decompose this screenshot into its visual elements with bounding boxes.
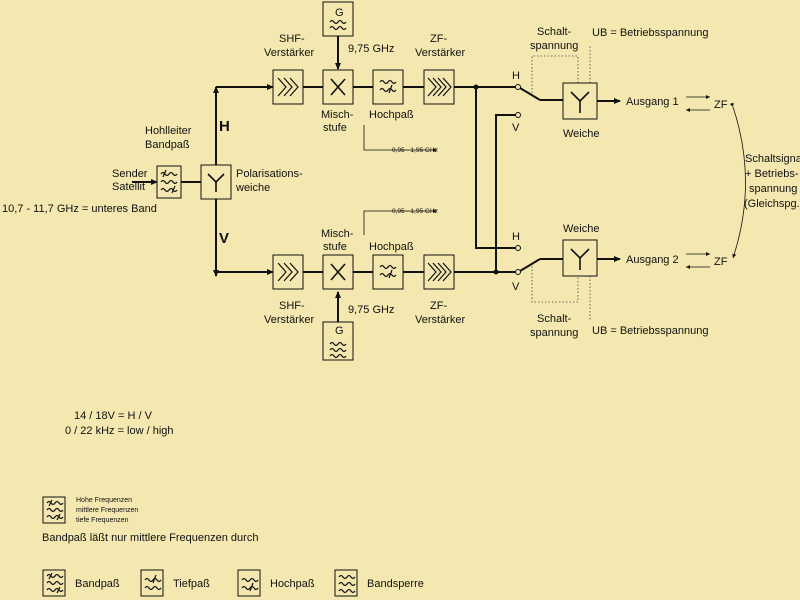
zf-top-label: ZF xyxy=(714,99,728,111)
oscillator-icon xyxy=(329,19,347,31)
legend: Hohe Frequenzen mittlere Frequenzen tief… xyxy=(42,496,424,597)
schalt-top-label-1: Schalt- xyxy=(537,26,572,38)
band-label: 10,7 - 11,7 GHz = unteres Band xyxy=(2,203,157,215)
switch-top-v: V xyxy=(512,122,520,134)
splitter-icon xyxy=(207,173,225,192)
highpass-top-box xyxy=(372,69,404,105)
lo-bottom-freq: 9,75 GHz xyxy=(348,304,394,316)
legend-lowpass-label: Tiefpaß xyxy=(173,578,210,590)
shf-top-label-2: Verstärker xyxy=(264,47,314,59)
if-bottom-label-2: Verstärker xyxy=(415,314,465,326)
diplexer-icon xyxy=(570,91,590,113)
mixer-top-label-1: Misch- xyxy=(321,109,354,121)
note-tone: 0 / 22 kHz = low / high xyxy=(65,425,174,437)
bandpass-icon xyxy=(46,572,64,594)
if-amplifier-bottom-box xyxy=(423,254,455,290)
highpass-bottom-box xyxy=(372,254,404,290)
legend-highpass-box xyxy=(237,569,261,597)
oscillator-top-box xyxy=(322,1,354,37)
highpass-icon xyxy=(379,79,397,94)
ub-top-label: UB = Betriebsspannung xyxy=(592,27,709,39)
diplexer-bottom-label: Weiche xyxy=(563,223,599,235)
legend-bandpass-box xyxy=(42,569,66,597)
switch-bottom-v: V xyxy=(512,281,520,293)
oscillator-bottom-box xyxy=(322,321,354,361)
output-1-label: Ausgang 1 xyxy=(626,96,679,108)
signal-label-2: + Betriebs- xyxy=(745,168,799,180)
mixer-bottom-label-1: Misch- xyxy=(321,228,354,240)
amplifier-icon xyxy=(277,77,299,97)
signal-label-1: Schaltsignal xyxy=(745,153,800,165)
legend-high-freq: Hohe Frequenzen xyxy=(76,497,132,504)
highpass-bottom-label: Hochpaß xyxy=(369,241,414,253)
legend-bandpass-label: Bandpaß xyxy=(75,578,120,590)
note-voltage: 14 / 18V = H / V xyxy=(74,410,153,422)
bandpass-icon xyxy=(160,169,178,194)
switch-bottom-h: H xyxy=(512,231,520,243)
lo-top-freq: 9,75 GHz xyxy=(348,43,394,55)
polarisation-label-2: weiche xyxy=(235,182,270,194)
amplifier-icon xyxy=(427,77,452,97)
signal-label-3: spannung xyxy=(749,183,797,195)
shf-bottom-label-2: Verstärker xyxy=(264,314,314,326)
ub-bottom-label: UB = Betriebsspannung xyxy=(592,325,709,337)
mixer-top-box xyxy=(322,69,354,105)
component-boxes xyxy=(156,1,598,361)
legend-low-freq: tiefe Frequenzen xyxy=(76,517,129,524)
if-range-top: 0,95 - 1,95 GHz xyxy=(392,147,438,154)
lo-bottom-g: G xyxy=(335,325,344,337)
bandpass-icon xyxy=(46,499,64,521)
lowpass-icon xyxy=(144,574,162,591)
diagram-labels: Sender Satellit 10,7 - 11,7 GHz = untere… xyxy=(2,7,800,437)
shf-top-label-1: SHF- xyxy=(279,33,305,45)
legend-mid-freq: mittlere Frequenzen xyxy=(76,507,138,514)
mixer-icon xyxy=(330,78,346,96)
diplexer-icon xyxy=(570,248,590,270)
if-bottom-label-1: ZF- xyxy=(430,300,447,312)
bandstop-icon xyxy=(338,574,356,594)
if-range-bottom: 0,95 - 1,95 GHz xyxy=(392,208,438,215)
schalt-bottom-label-2: spannung xyxy=(530,327,578,339)
legend-bandpass-example-box xyxy=(42,496,66,524)
polarisation-label-1: Polarisations- xyxy=(236,168,303,180)
mixer-top-label-2: stufe xyxy=(323,122,347,134)
sender-label: Sender xyxy=(112,168,148,180)
signal-label-4: (Gleichspg.) xyxy=(744,198,800,210)
if-top-label-2: Verstärker xyxy=(415,47,465,59)
lo-top-g: G xyxy=(335,7,344,19)
legend-bandstop-label: Bandsperre xyxy=(367,578,424,590)
mixer-bottom-box xyxy=(322,254,354,290)
schalt-top-label-2: spannung xyxy=(530,40,578,52)
highpass-icon xyxy=(241,577,259,592)
signal-wires xyxy=(132,36,746,322)
satellit-label: Satellit xyxy=(112,181,145,193)
shf-bottom-label-1: SHF- xyxy=(279,300,305,312)
bandpass-label: Bandpaß xyxy=(145,139,190,151)
amplifier-icon xyxy=(277,262,299,282)
legend-highpass-label: Hochpaß xyxy=(270,578,315,590)
legend-lowpass-box xyxy=(140,569,164,597)
mixer-bottom-label-2: stufe xyxy=(323,241,347,253)
hohlleiter-label: Hohlleiter xyxy=(145,125,192,137)
h-path-label: H xyxy=(219,118,230,135)
if-top-label-1: ZF- xyxy=(430,33,447,45)
diplexer-top-label: Weiche xyxy=(563,128,599,140)
legend-description: Bandpaß läßt nur mittlere Frequenzen dur… xyxy=(42,532,258,544)
highpass-icon xyxy=(379,264,397,279)
v-path-label: V xyxy=(219,230,229,247)
mixer-icon xyxy=(330,263,346,281)
switch-top-h: H xyxy=(512,70,520,82)
schalt-bottom-label-1: Schalt- xyxy=(537,313,572,325)
amplifier-icon xyxy=(427,262,452,282)
zf-bottom-label: ZF xyxy=(714,256,728,268)
output-2-label: Ausgang 2 xyxy=(626,254,679,266)
highpass-top-label: Hochpaß xyxy=(369,109,414,121)
oscillator-icon xyxy=(329,341,347,359)
if-amplifier-top-box xyxy=(423,69,455,105)
